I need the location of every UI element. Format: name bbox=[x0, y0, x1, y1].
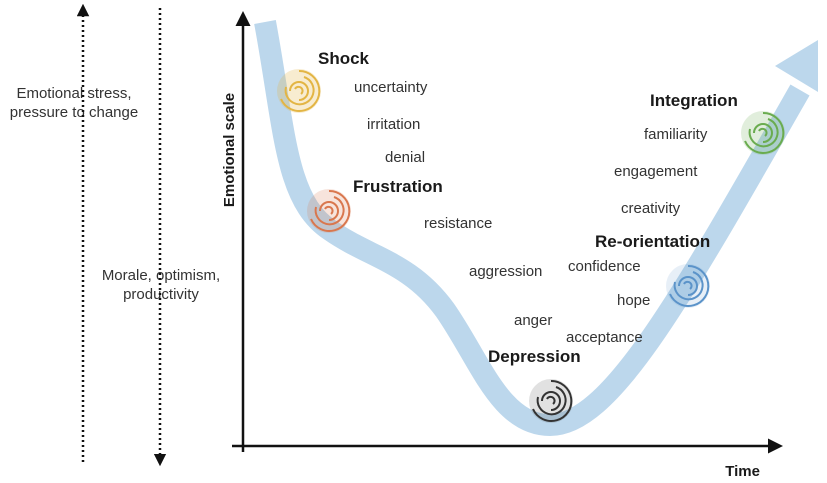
word-engagement: engagement bbox=[614, 163, 698, 180]
word-familiarity: familiarity bbox=[644, 126, 708, 143]
stage-frustration: Frustration bbox=[353, 177, 443, 196]
curve-arrowhead bbox=[775, 40, 818, 92]
shock-spiral-icon bbox=[277, 69, 321, 113]
x-axis-label: Time bbox=[725, 463, 760, 480]
stage-reorientation: Re-orientation bbox=[595, 232, 710, 251]
word-aggression: aggression bbox=[469, 263, 542, 280]
depression-spiral-icon bbox=[529, 379, 573, 423]
word-resistance: resistance bbox=[424, 215, 492, 232]
stage-integration: Integration bbox=[650, 91, 738, 110]
word-uncertainty: uncertainty bbox=[354, 79, 428, 96]
stage-depression: Depression bbox=[488, 347, 581, 366]
change-curve bbox=[254, 19, 810, 437]
word-acceptance: acceptance bbox=[566, 329, 643, 346]
word-anger: anger bbox=[514, 312, 552, 329]
word-hope: hope bbox=[617, 292, 650, 309]
integration-spiral-icon bbox=[741, 111, 785, 155]
stress-label: Emotional stress, pressure to change bbox=[0, 84, 148, 122]
stage-shock: Shock bbox=[318, 49, 370, 68]
y-axis-label: Emotional scale bbox=[221, 93, 238, 207]
word-confidence: confidence bbox=[568, 258, 641, 275]
frustration-spiral-icon bbox=[307, 189, 351, 233]
stress-label-text: Emotional stress, pressure to change bbox=[9, 85, 139, 121]
reorientation-spiral-icon bbox=[666, 264, 710, 308]
word-denial: denial bbox=[385, 149, 425, 166]
word-creativity: creativity bbox=[621, 200, 681, 217]
word-irritation: irritation bbox=[367, 116, 420, 133]
